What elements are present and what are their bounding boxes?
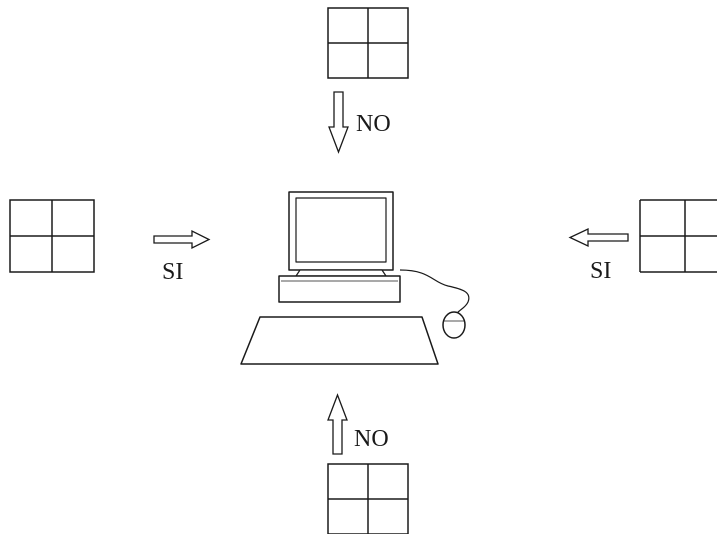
arrow-left-right-icon xyxy=(153,229,211,250)
label-top: NO xyxy=(356,111,391,137)
system-unit xyxy=(278,275,401,303)
label-right: SI xyxy=(590,258,611,284)
window-top xyxy=(327,7,409,79)
mouse-cable xyxy=(399,269,470,317)
label-bottom: NO xyxy=(354,426,389,452)
arrow-right-left-icon xyxy=(568,227,629,248)
arrow-bottom-up-icon xyxy=(327,393,348,455)
keyboard xyxy=(240,316,439,365)
mouse xyxy=(442,311,466,339)
label-left: SI xyxy=(162,259,183,285)
window-left xyxy=(9,199,95,273)
monitor-screen xyxy=(295,197,387,263)
arrow-top-down-icon xyxy=(328,91,349,154)
desktop-computer-icon xyxy=(240,191,470,365)
monitor-stand xyxy=(295,269,387,277)
window-right xyxy=(639,199,717,273)
window-bottom xyxy=(327,463,409,534)
